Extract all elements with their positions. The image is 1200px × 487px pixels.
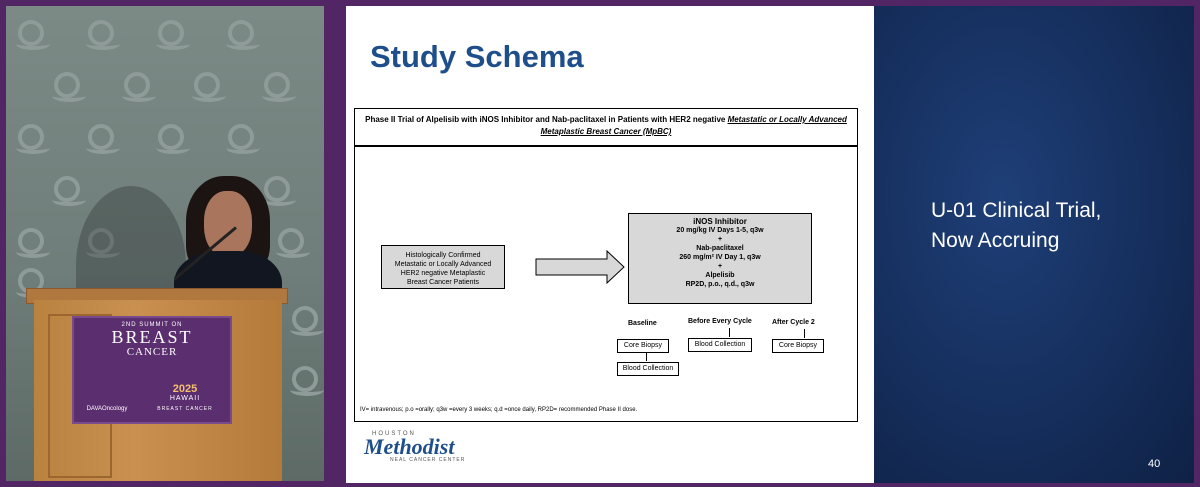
- podium-sign: 2ND SUMMIT ON BREAST CANCER DAVAOncology…: [72, 316, 232, 424]
- eligibility-line: Breast Cancer Patients: [407, 279, 479, 286]
- schema-header: Phase II Trial of Alpelisib with iNOS In…: [355, 109, 857, 147]
- sign-place: HAWAII: [169, 395, 201, 402]
- dose-nab-paclitaxel: 260 mg/m² IV Day 1, q3w: [679, 254, 761, 261]
- backdrop-logo-icon: [262, 176, 296, 206]
- sign-cancer-text: CANCER: [126, 346, 178, 358]
- slide-title: Study Schema: [370, 39, 584, 74]
- drug-inos: iNOS Inhibitor: [693, 217, 747, 226]
- connector-line: [729, 328, 730, 337]
- backdrop-logo-icon: [276, 228, 310, 258]
- backdrop-logo-icon: [262, 72, 296, 102]
- blood-collection-box: Blood Collection: [617, 362, 679, 376]
- logo-center: NEAL CANCER CENTER: [390, 457, 466, 463]
- slide-number: 40: [1148, 458, 1161, 470]
- timepoint-after-cycle: After Cycle 2: [772, 319, 815, 326]
- speaker-video: 2ND SUMMIT ON BREAST CANCER DAVAOncology…: [6, 6, 324, 481]
- connector-line: [646, 352, 647, 361]
- schema-header-italic: Metastatic or Locally Advanced Metaplast…: [540, 115, 847, 136]
- core-biopsy-box: Core Biopsy: [772, 339, 824, 353]
- eligibility-line: Metastatic or Locally Advanced: [394, 261, 492, 268]
- eligibility-line: Histologically Confirmed: [405, 252, 481, 259]
- backdrop-logo-icon: [156, 20, 190, 50]
- drug-alpelisib: Alpelisib: [705, 272, 735, 279]
- backdrop-logo-icon: [16, 20, 50, 50]
- backdrop-logo-icon: [290, 306, 324, 336]
- methodist-logo: HOUSTON Methodist NEAL CANCER CENTER: [364, 431, 465, 463]
- backdrop-logo-icon: [226, 20, 260, 50]
- sign-breast-text: BREAST: [111, 327, 193, 347]
- sign-summit-text: 2ND SUMMIT ON: [121, 322, 183, 328]
- presentation-slide: Study Schema Phase II Trial of Alpelisib…: [346, 6, 874, 483]
- backdrop-logo-icon: [52, 72, 86, 102]
- sign-hawaii: 2025 HAWAII BREAST CANCER: [150, 384, 220, 414]
- info-panel: U-01 Clinical Trial, Now Accruing 40: [874, 6, 1194, 483]
- timepoint-before-cycle: Before Every Cycle: [688, 318, 752, 325]
- logo-houston: HOUSTON: [372, 431, 416, 437]
- backdrop-logo-icon: [86, 20, 120, 50]
- sign-brand-text: DAVAOncology: [86, 406, 128, 412]
- backdrop-logo-icon: [52, 176, 86, 206]
- trial-status-line1: U-01 Clinical Trial,: [931, 199, 1102, 222]
- plus-sign: +: [717, 263, 723, 270]
- connector-line: [804, 329, 805, 338]
- dose-inos: 20 mg/kg IV Days 1-5, q3w: [676, 227, 764, 234]
- backdrop-logo-icon: [16, 228, 50, 258]
- blood-collection-box: Blood Collection: [688, 338, 752, 352]
- core-biopsy-box: Core Biopsy: [617, 339, 669, 353]
- schema-header-plain: Phase II Trial of Alpelisib with iNOS In…: [365, 115, 728, 124]
- backdrop-logo-icon: [290, 366, 324, 396]
- logo-methodist: Methodist: [364, 434, 455, 459]
- backdrop-logo-icon: [192, 72, 226, 102]
- backdrop-logo-icon: [122, 72, 156, 102]
- drug-nab-paclitaxel: Nab-paclitaxel: [696, 245, 744, 252]
- right-arrow-icon: [535, 250, 625, 284]
- trial-status: U-01 Clinical Trial, Now Accruing: [931, 196, 1101, 256]
- eligibility-box: Histologically Confirmed Metastatic or L…: [381, 245, 505, 289]
- sign-tag: BREAST CANCER: [157, 406, 213, 412]
- backdrop-logo-icon: [16, 124, 50, 154]
- backdrop-logo-icon: [156, 124, 190, 154]
- backdrop-logo-icon: [86, 124, 120, 154]
- plus-sign: +: [717, 236, 723, 243]
- timepoint-baseline: Baseline: [628, 320, 657, 327]
- dose-alpelisib: RP2D, p.o., q.d., q3w: [685, 281, 755, 288]
- eligibility-line: HER2 negative Metaplastic: [400, 270, 486, 277]
- sign-year: 2025: [172, 383, 198, 395]
- abbreviation-footnote: IV= intravenous; p.o =orally; q3w =every…: [360, 407, 638, 413]
- study-schema: Phase II Trial of Alpelisib with iNOS In…: [354, 108, 858, 422]
- trial-status-line2: Now Accruing: [931, 229, 1060, 252]
- backdrop-logo-icon: [226, 124, 260, 154]
- backdrop-logo-icon: [86, 228, 120, 258]
- treatment-box: iNOS Inhibitor 20 mg/kg IV Days 1-5, q3w…: [628, 213, 812, 304]
